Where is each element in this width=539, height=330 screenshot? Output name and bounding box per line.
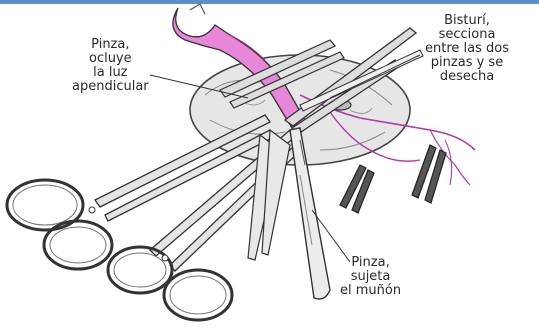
label-clamp-stump-line: Pinza, <box>340 256 401 270</box>
label-scalpel-line: Bisturí, <box>425 14 509 28</box>
small-clamp-right <box>412 145 446 203</box>
label-scalpel-line: pinzas y se <box>425 56 509 70</box>
label-scalpel: Bisturí, secciona entre las dos pinzas y… <box>425 14 509 84</box>
label-clamp-occlude-line: Pinza, <box>72 38 149 52</box>
label-clamp-occlude-line: la luz <box>72 66 149 80</box>
label-clamp-occlude-line: apendicular <box>72 80 149 94</box>
small-clamp-left <box>340 165 374 213</box>
label-clamp-stump-line: sujeta <box>340 270 401 284</box>
label-clamp-occlude: Pinza, ocluye la luz apendicular <box>72 38 149 94</box>
label-clamp-stump: Pinza, sujeta el muñón <box>340 256 401 298</box>
label-scalpel-line: desecha <box>425 70 509 84</box>
label-scalpel-line: entre las dos <box>425 42 509 56</box>
label-clamp-stump-line: el muñón <box>340 284 401 298</box>
label-scalpel-line: secciona <box>425 28 509 42</box>
label-clamp-occlude-line: ocluye <box>72 52 149 66</box>
